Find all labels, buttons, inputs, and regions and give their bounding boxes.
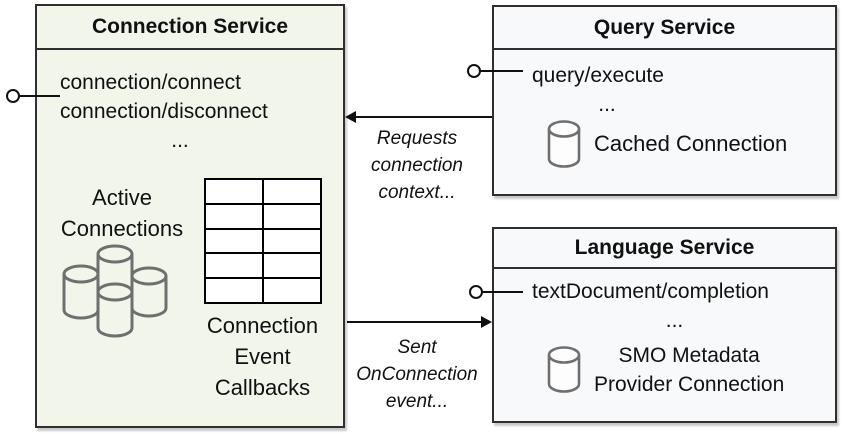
cached-connection-row: Cached Connection: [546, 119, 787, 169]
lollipop-interface-icon: [467, 64, 481, 78]
method-connection-disconnect: connection/disconnect: [60, 100, 268, 123]
connection-service-box: Connection Service connection/connect co…: [35, 4, 345, 428]
sent-onconnection-event-label: Sent OnConnection event...: [356, 337, 478, 412]
lollipop-stem: [482, 291, 523, 293]
lollipop-stem: [480, 70, 523, 72]
query-service-title: Query Service: [494, 7, 835, 50]
language-service-box: Language Service textDocument/completion…: [492, 227, 837, 423]
requests-connection-context-label: Requests connection context...: [371, 128, 463, 203]
methods-ellipsis: ...: [171, 129, 189, 152]
language-service-methods: textDocument/completion ...: [532, 277, 817, 335]
callback-table: [204, 178, 322, 304]
method-query-execute: query/execute: [532, 64, 664, 87]
database-cluster-icon: [62, 244, 168, 338]
database-icon: [547, 346, 581, 393]
language-service-title: Language Service: [494, 229, 835, 269]
method-textdocument-completion: textDocument/completion: [532, 280, 769, 303]
sent-arrow-line: [347, 321, 482, 323]
requests-arrowhead-icon: [345, 111, 356, 123]
method-connection-connect: connection/connect: [60, 71, 241, 94]
sent-arrowhead-icon: [481, 316, 492, 328]
database-icon: [547, 120, 581, 168]
connection-event-callbacks-label: Connection Event Callbacks: [206, 313, 319, 400]
query-service-box: Query Service query/execute ... Cached C…: [492, 5, 837, 196]
requests-arrow-line: [352, 116, 492, 118]
lollipop-interface-icon: [469, 285, 483, 299]
query-service-methods: query/execute ...: [532, 61, 682, 119]
active-connections-label: Active Connections: [60, 185, 184, 241]
lollipop-interface-icon: [6, 89, 20, 103]
connection-service-title: Connection Service: [37, 6, 343, 50]
lollipop-stem: [19, 95, 60, 97]
methods-ellipsis: ...: [665, 309, 684, 332]
methods-ellipsis: ...: [598, 93, 616, 116]
smo-metadata-provider-label: SMO Metadata Provider Connection: [594, 344, 785, 396]
connection-service-methods: connection/connect connection/disconnect…: [60, 68, 300, 155]
cached-connection-label: Cached Connection: [594, 131, 788, 156]
smo-connection-row: SMO Metadata Provider Connection: [546, 341, 784, 399]
